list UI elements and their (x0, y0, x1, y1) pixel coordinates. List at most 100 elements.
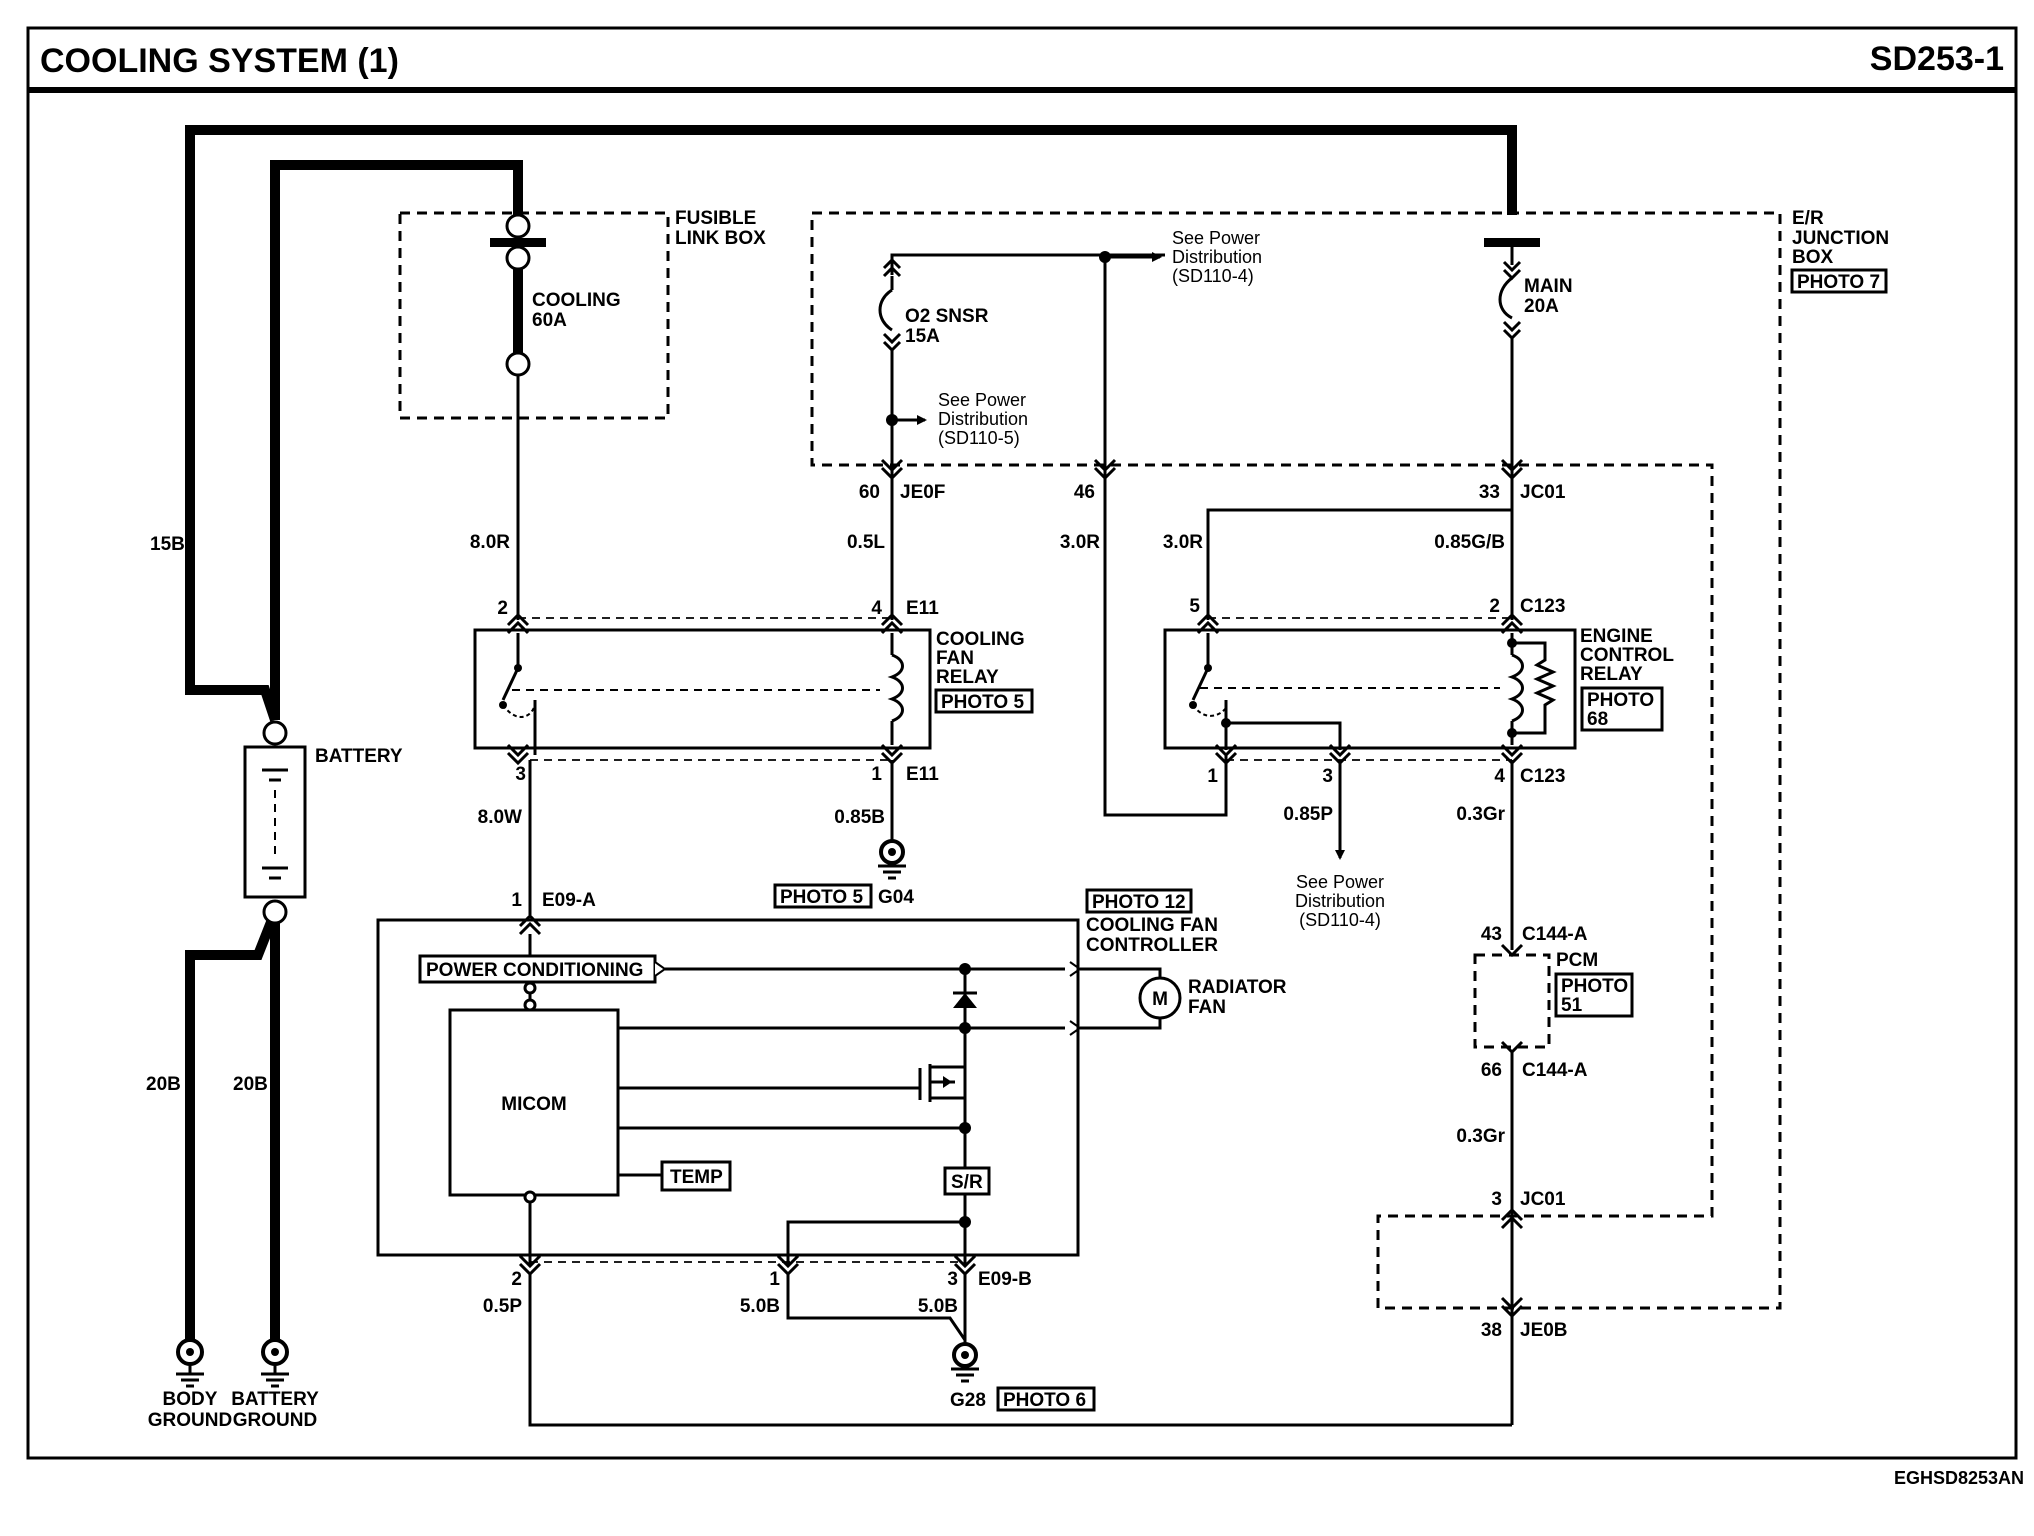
connector-e11-top: E11 (906, 598, 939, 619)
wire-05p (528, 1274, 1512, 1427)
connector-je0f: JE0F (900, 482, 945, 503)
fusible-link-box-label-1: FUSIBLE (675, 208, 756, 229)
wire-fan-out (1080, 1018, 1162, 1030)
connector-c144a-bot: C144-A (1522, 1060, 1588, 1081)
wire-battery-to-cooling-fuse (270, 160, 523, 720)
pcm-photo-1: PHOTO (1561, 976, 1628, 997)
ecr-photo-2: 68 (1587, 709, 1608, 730)
jc01-bot-pin (1500, 1207, 1524, 1230)
cfc-photo-box (1085, 888, 1193, 914)
ecr-photo-1: PHOTO (1587, 690, 1654, 711)
pin-66: 66 (1481, 1060, 1502, 1081)
cooling-fan-controller (376, 918, 1080, 1257)
g04-label: G04 (878, 887, 914, 908)
temp-label: TEMP (670, 1167, 723, 1188)
e09a-pin (518, 913, 542, 936)
ecr-pin-3: 3 (1322, 766, 1333, 787)
g04-photo: PHOTO 5 (780, 887, 863, 908)
cooling-fusible-link (490, 213, 546, 377)
pc-ma-pin1 (523, 981, 537, 995)
pcm-label: PCM (1556, 950, 1598, 971)
c144a-bot-pin (1500, 1040, 1524, 1055)
wire-label-3r-b: 3.0R (1163, 532, 1203, 553)
cooling-fan-relay-label-2: FAN (936, 648, 974, 669)
battery-ground-label-1: BATTERY (231, 1389, 319, 1410)
motor-symbol: M (1152, 989, 1168, 1010)
battery (243, 720, 307, 925)
g28-ground-symbol (951, 1342, 979, 1383)
wire-label-03gr-b: 0.3Gr (1456, 1126, 1505, 1147)
connector-je0b: JE0B (1520, 1320, 1568, 1341)
wire-15b (185, 125, 1517, 722)
pin-46-label: 46 (1074, 482, 1095, 503)
ecr-pin-5: 5 (1189, 596, 1200, 617)
micom-bottom-pin (523, 1190, 537, 1204)
o2-fuse-label-1: O2 SNSR (905, 306, 989, 327)
connector-c123-top: C123 (1520, 596, 1565, 617)
pin-1-e09b: 1 (769, 1269, 780, 1290)
o2-fuse-label-2: 15A (905, 326, 940, 347)
wire-label-03gr-a: 0.3Gr (1456, 804, 1505, 825)
g28-photo-box (996, 1386, 1096, 1412)
pin-46 (1093, 458, 1117, 481)
ref-bottom-1: See Power (1296, 872, 1384, 892)
battery-ground-symbol (261, 1338, 289, 1388)
pcm-photo-2: 51 (1561, 995, 1583, 1016)
sw-node-1 (959, 963, 971, 975)
g28-photo: PHOTO 6 (1003, 1390, 1086, 1411)
ref-o2-2: Distribution (938, 409, 1028, 429)
diode-icon (953, 993, 977, 1008)
cfc-label-1: COOLING FAN (1086, 915, 1218, 936)
cooling-fuse-label-1: COOLING (532, 290, 621, 311)
main-fuse-label-2: 20A (1524, 296, 1559, 317)
fusible-link-box-label-2: LINK BOX (675, 228, 766, 249)
power-conditioning-output (654, 961, 667, 977)
wire-label-20b-body: 20B (146, 1074, 181, 1095)
cooling-fuse-label-2: 60A (532, 310, 567, 331)
ecr-label-1: ENGINE (1580, 626, 1653, 647)
sw-node-2 (959, 1022, 971, 1034)
wire-label-15b: 15B (150, 534, 185, 555)
er-junction-box-label-3: BOX (1792, 247, 1834, 268)
er-junction-box-label-2: JUNCTION (1792, 228, 1889, 249)
radiator-fan-label-1: RADIATOR (1188, 977, 1287, 998)
er-junction-box-label-1: E/R (1792, 208, 1824, 229)
body-ground-symbol (176, 1338, 204, 1388)
body-ground-label-1: BODY (163, 1389, 218, 1410)
g28-label: G28 (950, 1390, 986, 1411)
temp-block (660, 1160, 732, 1192)
g04-ground-symbol (878, 839, 906, 880)
pin-3-e09b: 3 (947, 1269, 958, 1290)
pin-3-jc01: 3 (1491, 1189, 1502, 1210)
cooling-fan-relay-label-1: COOLING (936, 629, 1025, 650)
mosfet-icon (918, 1064, 965, 1102)
ecr-pin-4: 4 (1494, 766, 1505, 787)
cfc-photo: PHOTO 12 (1092, 892, 1186, 913)
wire-label-20b-battery: 20B (233, 1074, 268, 1095)
pin-60: 60 (859, 482, 880, 503)
battery-ground-label-2: GROUND (233, 1410, 317, 1431)
wire-label-05p: 0.5P (483, 1296, 522, 1317)
page-title: COOLING SYSTEM (1) (40, 42, 399, 80)
cooling-fan-relay-label-3: RELAY (936, 667, 999, 688)
wire-label-3r-a: 3.0R (1060, 532, 1100, 553)
main-fuse-label-1: MAIN (1524, 276, 1573, 297)
pcm-box (1473, 953, 1551, 1049)
radiator-fan-motor-icon (1138, 976, 1182, 1020)
sr-label: S/R (951, 1172, 983, 1193)
cfr-pin-4: 4 (871, 598, 882, 619)
o2-snsr-fuse (878, 257, 902, 353)
ref-o2-3: (SD110-5) (938, 428, 1020, 448)
wire-label-085p: 0.85P (1283, 804, 1333, 825)
wire-label-8r: 8.0R (470, 532, 510, 553)
wire-3r-a (1103, 257, 1228, 817)
connector-e11-bot: E11 (906, 764, 939, 785)
ecr-label-2: CONTROL (1580, 645, 1674, 666)
pin-1-e09a: 1 (511, 890, 522, 911)
power-conditioning-label: POWER CONDITIONING (426, 960, 643, 981)
ref-o2-1: See Power (938, 390, 1026, 410)
sr-block (943, 1166, 991, 1196)
wire-5b-a (786, 1274, 967, 1341)
ecr-pin-1: 1 (1207, 766, 1218, 787)
